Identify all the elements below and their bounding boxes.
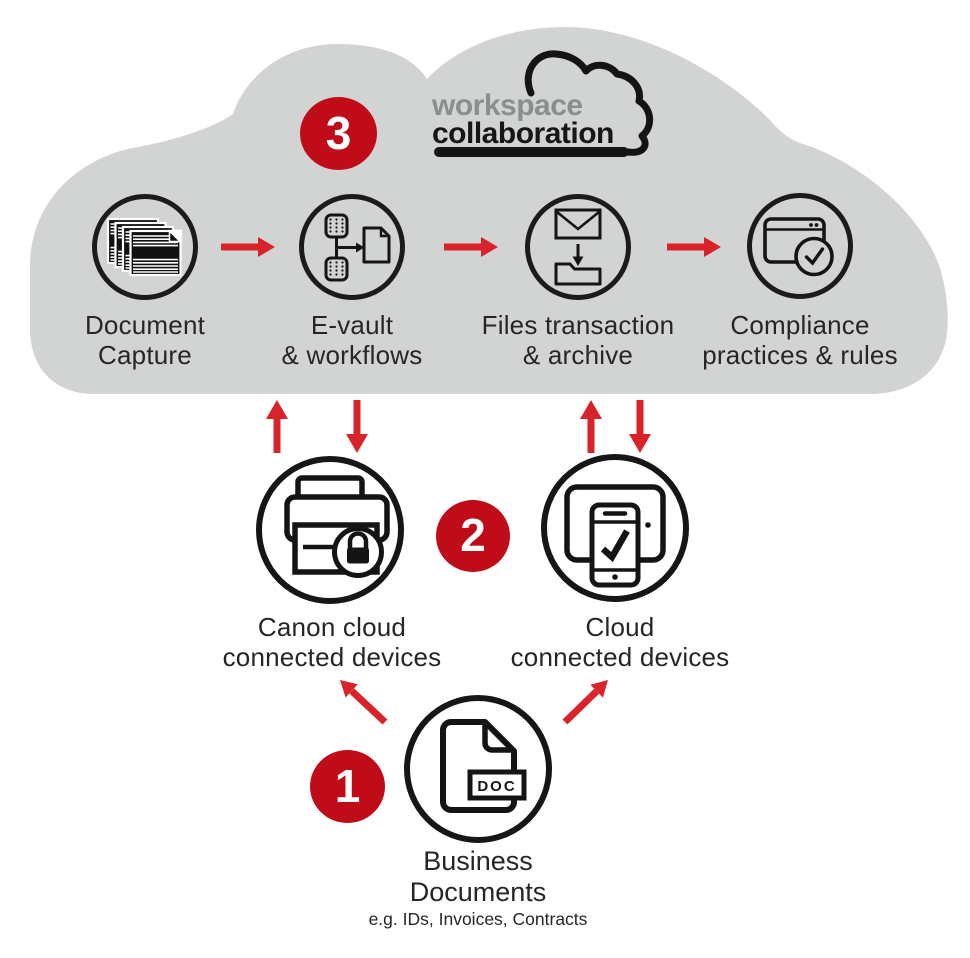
- business-documents-examples: e.g. IDs, Invoices, Contracts: [368, 909, 588, 929]
- flow-arrow-right-3: [667, 237, 721, 257]
- business-documents-circle: DOC: [404, 695, 552, 843]
- compliance-label: Compliance practices & rules: [685, 310, 915, 370]
- compliance-circle: [747, 193, 853, 299]
- flow-arrow-right-2: [444, 237, 498, 257]
- logo-cloud-outline-icon: [434, 50, 653, 157]
- label-line: Capture: [98, 340, 192, 370]
- step-badge-2-number: 2: [460, 509, 486, 561]
- step-badge-1: 1: [310, 750, 385, 823]
- files-transaction-circle: [525, 194, 631, 300]
- logo-collaboration-text: collaboration: [432, 117, 614, 150]
- label-line: Cloud: [585, 612, 655, 642]
- canon-devices-circle: [256, 456, 404, 604]
- document-stack-icon: [106, 217, 182, 277]
- upload-arrow-right: [580, 400, 602, 453]
- label-line: connected devices: [510, 642, 730, 672]
- files-transaction-label: Files transaction & archive: [463, 310, 693, 370]
- cloud-devices-label: Cloud connected devices: [480, 612, 760, 672]
- label-line: practices & rules: [702, 340, 898, 370]
- doc-file-type-text: DOC: [477, 778, 516, 795]
- label-line: Documents: [409, 877, 547, 907]
- download-arrow-left: [346, 400, 368, 453]
- document-capture-label: Document Capture: [30, 310, 260, 370]
- label-line: Compliance: [730, 310, 870, 340]
- canon-devices-label: Canon cloud connected devices: [192, 612, 472, 672]
- flow-arrow-right-1: [221, 237, 275, 257]
- e-vault-circle: [299, 194, 405, 300]
- label-line: connected devices: [222, 642, 442, 672]
- e-vault-label: E-vault & workflows: [237, 310, 467, 370]
- browser-check-icon: [763, 217, 834, 277]
- download-arrow-right: [629, 400, 651, 453]
- upload-arrow-left: [266, 400, 288, 453]
- workspace-collaboration-logo: workspace collaboration: [418, 44, 668, 169]
- business-documents-label: Business Documents: [318, 846, 638, 908]
- step-badge-3: 3: [300, 97, 377, 170]
- label-line: & workflows: [281, 340, 423, 370]
- logo-workspace-text: workspace: [432, 89, 583, 122]
- cloud-devices-circle: [541, 454, 689, 602]
- doc-file-icon: DOC: [440, 719, 527, 813]
- label-line: E-vault: [310, 310, 394, 340]
- label-line: Canon cloud: [257, 612, 407, 642]
- documents-to-canon-arrow: [340, 680, 388, 725]
- label-line: & archive: [522, 340, 634, 370]
- label-line: Document: [84, 310, 206, 340]
- mail-to-folder-icon: [554, 208, 602, 286]
- step-badge-1-number: 1: [334, 759, 361, 812]
- vault-workflow-icon: [324, 213, 391, 282]
- step-badge-2: 2: [436, 500, 510, 572]
- documents-to-cloud-arrow: [562, 680, 608, 725]
- label-line: Files transaction: [481, 310, 675, 340]
- secure-printer-icon: [284, 475, 390, 578]
- document-capture-circle: [92, 194, 198, 300]
- label-line: Business: [423, 846, 533, 876]
- tablet-phone-check-icon: [564, 484, 666, 588]
- step-badge-3-number: 3: [325, 106, 352, 159]
